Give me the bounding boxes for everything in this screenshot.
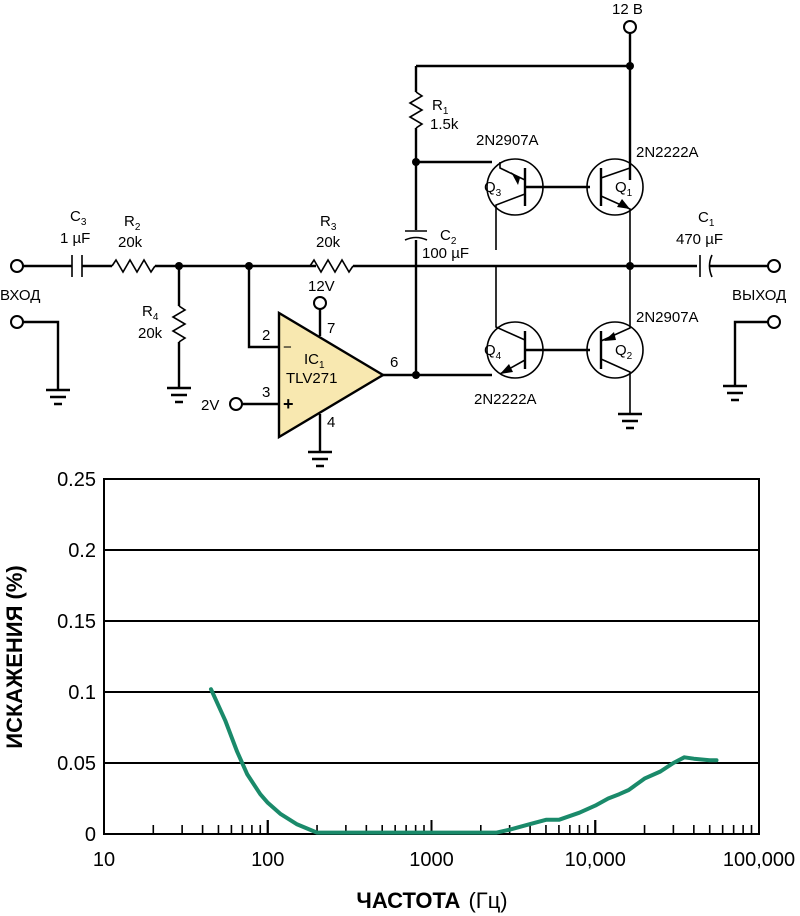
opamp-supply-label: 12V: [308, 278, 335, 295]
c3-value: 1 µF: [60, 230, 90, 247]
c3-label: C3: [70, 208, 87, 228]
y-tick-label: 0.1: [68, 682, 96, 704]
ground-q2: [618, 412, 642, 430]
r4-label: R4: [142, 303, 159, 323]
x-tick-label: 100,000: [723, 849, 795, 871]
c2-plate-bottom: [404, 236, 428, 241]
opamp-body: [277, 310, 386, 440]
y-axis-label: ИСКАЖЕНИЯ (%): [2, 565, 27, 748]
opamp-plus: +: [283, 394, 294, 414]
y-tick-label: 0.25: [57, 469, 96, 491]
c1-label: C1: [698, 209, 715, 229]
input-ground-terminal[interactable]: [10, 315, 24, 329]
r3-value: 20k: [316, 234, 341, 251]
q4-part: 2N2222A: [474, 391, 537, 408]
r3-resistor: [309, 258, 354, 274]
feedback-wire: [247, 266, 279, 349]
q2-part: 2N2907A: [636, 309, 699, 326]
q3-label: Q3: [484, 179, 502, 199]
chart-grid: [104, 549, 759, 764]
r1-label: R1: [432, 97, 449, 117]
x-tick-label: 100: [251, 849, 284, 871]
r2-resistor: [111, 258, 156, 274]
schematic: 12 В R1 1.5k C2 100 µF Q3 2N2907A: [0, 1, 786, 468]
q2-transistor: [586, 266, 644, 414]
q1-label: Q1: [615, 179, 633, 199]
y-tick-label: 0.05: [57, 753, 96, 775]
ref-label: 2V: [201, 397, 219, 414]
ref-terminal: [229, 397, 243, 411]
y-tick-label: 0: [85, 824, 96, 846]
x-axis-label: ЧАСТОТА (Гц): [356, 888, 507, 913]
opamp-pin-vplus: 7: [327, 320, 335, 337]
y-tick-label: 0.15: [57, 611, 96, 633]
input-label: ВХОД: [0, 287, 40, 304]
opamp-minus: −: [283, 339, 292, 356]
opamp-pin-out: 6: [390, 354, 398, 371]
output-terminal[interactable]: [767, 259, 781, 273]
plot-frame: [103, 478, 760, 835]
ground-output: [723, 384, 747, 402]
r1-resistor: [408, 91, 424, 129]
node-top-rail: [626, 62, 634, 70]
q1-transistor: [586, 158, 644, 268]
c2-value: 100 µF: [422, 245, 469, 262]
opamp-part: TLV271: [286, 370, 337, 387]
opamp-pin-noninv: 3: [262, 384, 270, 401]
supply-terminal: [623, 20, 637, 34]
q2-label: Q2: [615, 342, 633, 362]
input-ground-wire: [23, 320, 60, 390]
c1-value: 470 µF: [676, 231, 723, 248]
r2-label: R2: [124, 213, 141, 233]
output-ground-wire: [733, 320, 768, 386]
chart-y-tick-labels: 0 0.05 0.1 0.15 0.2 0.25: [57, 469, 96, 846]
y-tick-label: 0.2: [68, 540, 96, 562]
opamp-pin-inv: 2: [262, 327, 270, 344]
ground-opamp: [308, 450, 332, 468]
r4-resistor: [171, 305, 187, 343]
chart-x-tick-labels: 10 100 1000 10,000 100,000: [93, 849, 795, 871]
ground-input: [46, 388, 70, 406]
q1-part: 2N2222A: [636, 144, 699, 161]
r3-label: R3: [320, 213, 337, 233]
chart: 0 0.05 0.1 0.15 0.2 0.25 10 100 1000 10,000 100,0…: [2, 469, 795, 913]
output-ground-terminal[interactable]: [767, 315, 781, 329]
x-axis-label-unit: (Гц): [468, 888, 507, 913]
q4-transistor: [486, 266, 590, 379]
x-axis-label-bold: ЧАСТОТА: [356, 888, 460, 913]
ground-r4: [167, 386, 191, 404]
q4-label: Q4: [484, 342, 502, 362]
q3-transistor: [486, 158, 590, 250]
r4-value: 20k: [138, 325, 163, 342]
opamp-supply-terminal: [313, 296, 327, 310]
c2-label: C2: [440, 227, 457, 247]
supply-label: 12 В: [612, 1, 643, 18]
r1-value: 1.5k: [430, 116, 459, 133]
x-tick-label: 1000: [409, 849, 454, 871]
q3-part: 2N2907A: [476, 132, 539, 149]
output-label: ВЫХОД: [732, 287, 786, 304]
opamp-pin-vminus: 4: [327, 414, 335, 431]
input-terminal[interactable]: [10, 259, 24, 273]
x-tick-label: 10: [93, 849, 115, 871]
distortion-series-line: [209, 687, 719, 835]
x-tick-label: 10,000: [565, 849, 626, 871]
opamp-label: IC1: [304, 351, 325, 371]
r2-value: 20k: [118, 234, 143, 251]
node-opamp-out: [412, 371, 420, 379]
